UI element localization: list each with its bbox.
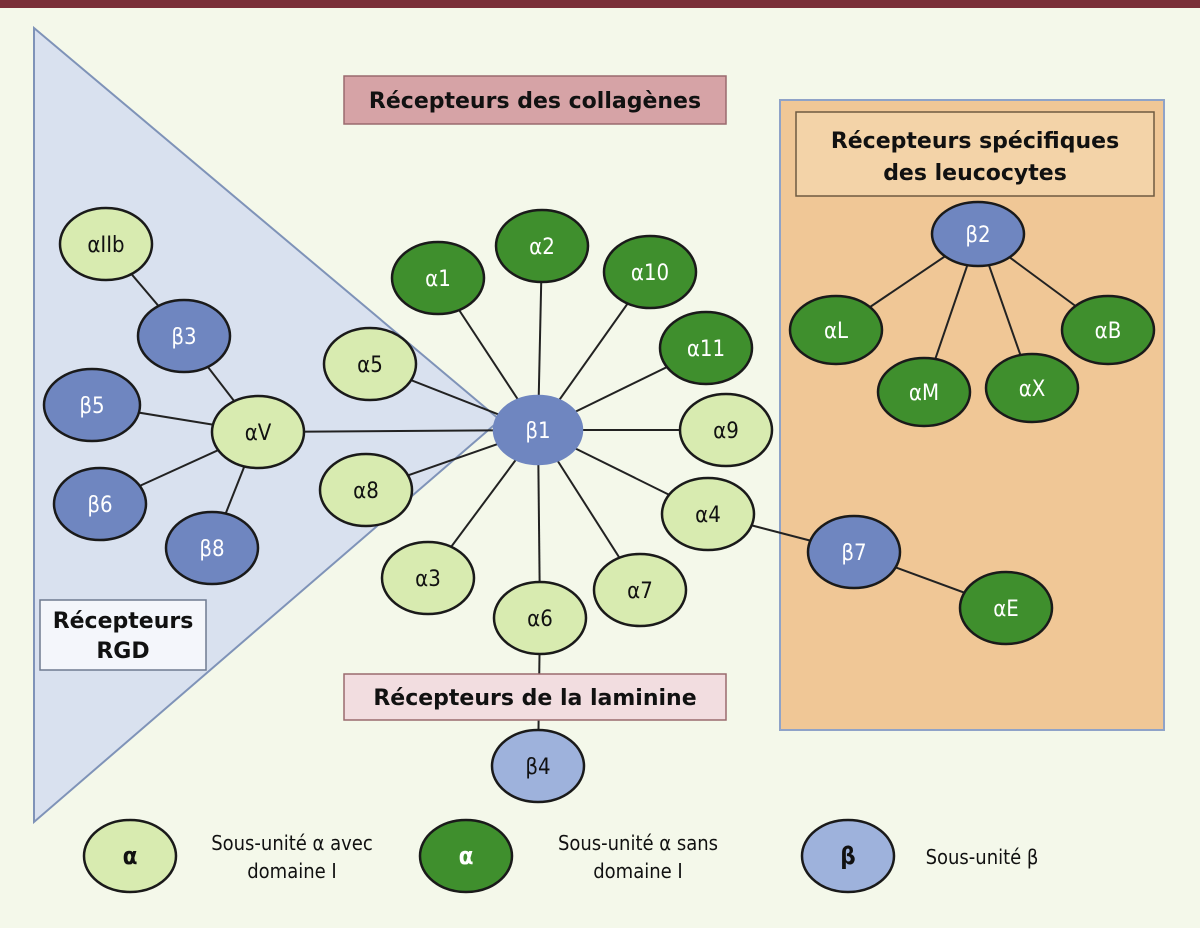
node-a11-label: α11 bbox=[687, 337, 725, 362]
node-a10-label: α10 bbox=[631, 261, 669, 286]
node-b1-label: β1 bbox=[525, 419, 550, 444]
node-a3: α3 bbox=[380, 540, 476, 616]
collagen-receptors-box bbox=[343, 75, 727, 125]
node-aL: αL bbox=[788, 294, 884, 366]
legend-alpha-with-I-swatch bbox=[82, 818, 178, 894]
node-b3-label: β3 bbox=[171, 325, 196, 350]
node-aE-label: αE bbox=[993, 597, 1019, 622]
legend-alpha-with-I-text-line2: domaine I bbox=[247, 859, 336, 883]
leukocyte-receptors-box bbox=[795, 111, 1155, 197]
node-a11: α11 bbox=[658, 310, 754, 386]
legend-alpha-with-I: α Sous-unité α avec domaine I bbox=[82, 818, 373, 894]
node-aM: αM bbox=[876, 356, 972, 428]
node-b4-label: β4 bbox=[525, 755, 550, 780]
node-a1-label: α1 bbox=[425, 267, 451, 292]
node-b5: β5 bbox=[42, 367, 142, 443]
leukocyte-receptors-label-line2: des leucocytes bbox=[883, 161, 1067, 186]
node-aIIb: αIIb bbox=[58, 206, 154, 282]
node-a9-label: α9 bbox=[713, 419, 739, 444]
node-aX-label: αX bbox=[1019, 377, 1046, 402]
node-a5: α5 bbox=[322, 326, 418, 402]
legend-beta-text: Sous-unité β bbox=[926, 845, 1039, 869]
legend-beta: β Sous-unité β bbox=[800, 818, 1039, 894]
node-b7-label: β7 bbox=[841, 541, 866, 566]
node-b6-label: β6 bbox=[87, 493, 112, 518]
node-a1: α1 bbox=[390, 240, 486, 316]
leukocyte-receptors-label-line1: Récepteurs spécifiques bbox=[831, 129, 1119, 154]
legend-alpha-with-I-text-line1: Sous-unité α avec bbox=[211, 831, 373, 855]
node-a5-label: α5 bbox=[357, 353, 383, 378]
legend-alpha-without-I-swatch bbox=[418, 818, 514, 894]
node-aV-label: αV bbox=[245, 421, 272, 446]
node-aV: αV bbox=[210, 394, 306, 470]
node-b1: β1 bbox=[492, 394, 584, 466]
node-a10: α10 bbox=[602, 234, 698, 310]
node-b2-label: β2 bbox=[965, 223, 990, 248]
node-a9: α9 bbox=[678, 392, 774, 468]
legend-beta-symbol: β bbox=[840, 842, 855, 870]
node-b5-label: β5 bbox=[79, 394, 104, 419]
node-aE: αE bbox=[958, 570, 1054, 646]
node-b6: β6 bbox=[52, 466, 148, 542]
node-a6-label: α6 bbox=[527, 607, 553, 632]
legend-beta-swatch bbox=[800, 818, 896, 894]
node-b8-label: β8 bbox=[199, 537, 224, 562]
rgd-receptors-label-line2: RGD bbox=[96, 639, 149, 664]
node-a2: α2 bbox=[494, 208, 590, 284]
rgd-receptors-label-line1: Récepteurs bbox=[53, 609, 194, 634]
node-a7: α7 bbox=[592, 552, 688, 628]
node-b7: β7 bbox=[806, 514, 902, 590]
node-b4: β4 bbox=[490, 728, 586, 804]
node-aB: αB bbox=[1060, 294, 1156, 366]
top-bar bbox=[0, 0, 1200, 8]
node-b2: β2 bbox=[930, 200, 1026, 268]
node-aM-label: αM bbox=[909, 381, 939, 406]
legend-alpha-without-I-symbol: α bbox=[459, 842, 474, 870]
node-a4: α4 bbox=[660, 476, 756, 552]
node-a2-label: α2 bbox=[529, 235, 555, 260]
legend-alpha-without-I: α Sous-unité α sans domaine I bbox=[418, 818, 718, 894]
rgd-receptors-box bbox=[39, 599, 207, 671]
node-aL-label: αL bbox=[824, 319, 848, 344]
legend-alpha-without-I-text-line1: Sous-unité α sans bbox=[558, 831, 718, 855]
node-a6: α6 bbox=[492, 580, 588, 656]
legend: α Sous-unité α avec domaine I α Sous-uni… bbox=[82, 818, 1039, 894]
node-a3-label: α3 bbox=[415, 567, 441, 592]
node-b3: β3 bbox=[136, 298, 232, 374]
legend-alpha-with-I-symbol: α bbox=[123, 842, 138, 870]
node-aX: αX bbox=[984, 352, 1080, 424]
node-a7-label: α7 bbox=[627, 579, 653, 604]
node-b8: β8 bbox=[164, 510, 260, 586]
node-a4-label: α4 bbox=[695, 503, 721, 528]
collagen-receptors-label: Récepteurs des collagènes bbox=[369, 89, 701, 114]
node-aB-label: αB bbox=[1095, 319, 1122, 344]
legend-alpha-without-I-text-line2: domaine I bbox=[593, 859, 682, 883]
node-a8-label: α8 bbox=[353, 479, 379, 504]
laminin-receptors-box bbox=[343, 673, 727, 721]
laminin-receptors-label: Récepteurs de la laminine bbox=[373, 686, 696, 711]
nodes: αIIb β3 β5 αV β6 β8 bbox=[42, 200, 1156, 804]
node-aIIb-label: αIIb bbox=[87, 233, 124, 258]
node-a8: α8 bbox=[318, 452, 414, 528]
